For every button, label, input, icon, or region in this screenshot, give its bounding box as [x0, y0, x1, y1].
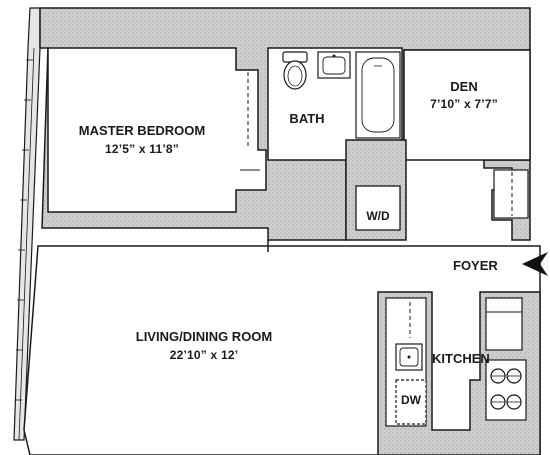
foyer-label: FOYER [453, 258, 498, 273]
kitchen-label: KITCHEN [432, 351, 490, 366]
bath-label: BATH [289, 111, 325, 126]
den-label: DEN [450, 79, 478, 94]
sink-icon [317, 51, 351, 79]
master-bedroom-floor [47, 47, 267, 213]
living-dining-dims: 22’10” x 12’ [169, 348, 239, 362]
entry-arrow-icon [522, 252, 548, 276]
kitchen-sink-icon [395, 343, 423, 371]
dishwasher [395, 379, 427, 425]
dishwasher-label: DW [401, 393, 421, 407]
bathtub-icon [355, 51, 401, 139]
den-floor [403, 49, 531, 161]
master-bedroom-label: MASTER BEDROOM [78, 123, 206, 138]
hall-floor [345, 139, 407, 241]
washer-dryer-label: W/D [366, 209, 390, 223]
master-bedroom-dims: 12’5” x 11’8” [105, 142, 179, 156]
den-dims: 7’10” x 7’7” [430, 97, 498, 111]
cooktop-icon [485, 359, 527, 421]
living-dining-label: LIVING/DINING ROOM [135, 329, 273, 344]
toilet-icon [282, 51, 308, 90]
den-closet [493, 169, 529, 219]
